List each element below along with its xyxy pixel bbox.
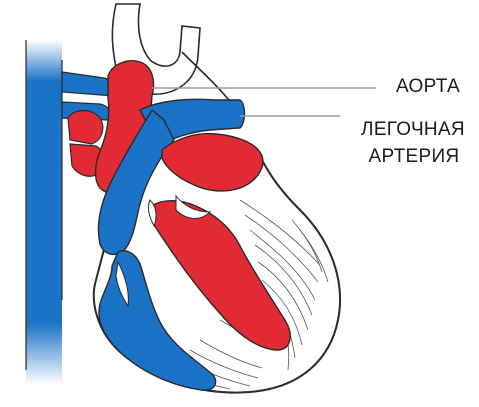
pulmonary-artery-label-line1: ЛЕГОЧНАЯ [351,119,475,141]
left-pulmonary-red-upper [68,111,103,145]
pulmonary-artery-label-line2: АРТЕРИЯ [360,146,468,168]
vena-cava [26,40,62,385]
aorta-label: АОРТА [388,76,468,98]
